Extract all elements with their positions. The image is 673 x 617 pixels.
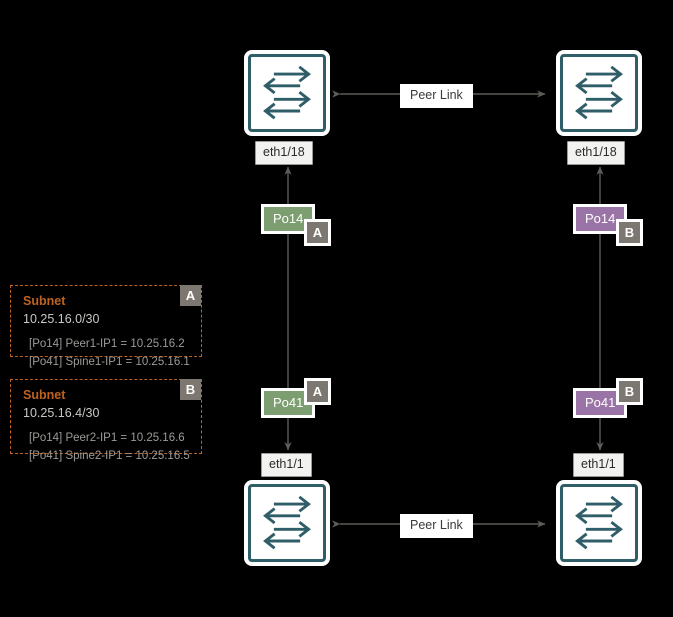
subnet-a-title: Subnet	[23, 294, 66, 308]
switch-icon	[560, 54, 638, 132]
tag-a-left-upper: A	[304, 219, 331, 246]
switch-bottom-right[interactable]	[556, 480, 642, 566]
subnet-a-row-1: [Po14] Peer1-IP1 = 10.25.16.2	[29, 337, 185, 350]
subnet-a-rows: [Po14] Peer1-IP1 = 10.25.16.2 [Po41] Spi…	[23, 336, 191, 370]
switch-icon	[248, 484, 326, 562]
switch-icon	[248, 54, 326, 132]
tag-b-subnet: B	[180, 379, 201, 400]
tag-b-right-lower: B	[616, 378, 643, 405]
subnet-b-cidr: 10.25.16.4/30	[23, 405, 100, 420]
switch-top-left[interactable]	[244, 50, 330, 136]
iface-label-top-right: eth1/18	[567, 141, 625, 165]
switch-top-right[interactable]	[556, 50, 642, 136]
peer-link-label-top: Peer Link	[400, 84, 473, 108]
subnet-b-row-2: [Po41] Spine2-IP1 = 10.25.16.5	[29, 449, 190, 462]
switch-bottom-left[interactable]	[244, 480, 330, 566]
tag-b-right-upper: B	[616, 219, 643, 246]
tag-a-subnet: A	[180, 285, 201, 306]
subnet-b-rows: [Po14] Peer2-IP1 = 10.25.16.6 [Po41] Spi…	[23, 430, 191, 464]
tag-a-left-lower: A	[304, 378, 331, 405]
switch-icon	[560, 484, 638, 562]
subnet-b-row-1: [Po14] Peer2-IP1 = 10.25.16.6	[29, 431, 185, 444]
iface-label-bottom-right: eth1/1	[573, 453, 624, 477]
subnet-box-a: Subnet 10.25.16.0/30 [Po14] Peer1-IP1 = …	[10, 285, 202, 368]
subnet-a-cidr: 10.25.16.0/30	[23, 311, 100, 326]
iface-label-bottom-left: eth1/1	[261, 453, 312, 477]
subnet-box-b: Subnet 10.25.16.4/30 [Po14] Peer2-IP1 = …	[10, 379, 202, 462]
subnet-b-title: Subnet	[23, 388, 66, 402]
peer-link-label-bottom: Peer Link	[400, 514, 473, 538]
subnet-a-row-2: [Po41] Spine1-IP1 = 10.25.16.1	[29, 355, 190, 368]
iface-label-top-left: eth1/18	[255, 141, 313, 165]
